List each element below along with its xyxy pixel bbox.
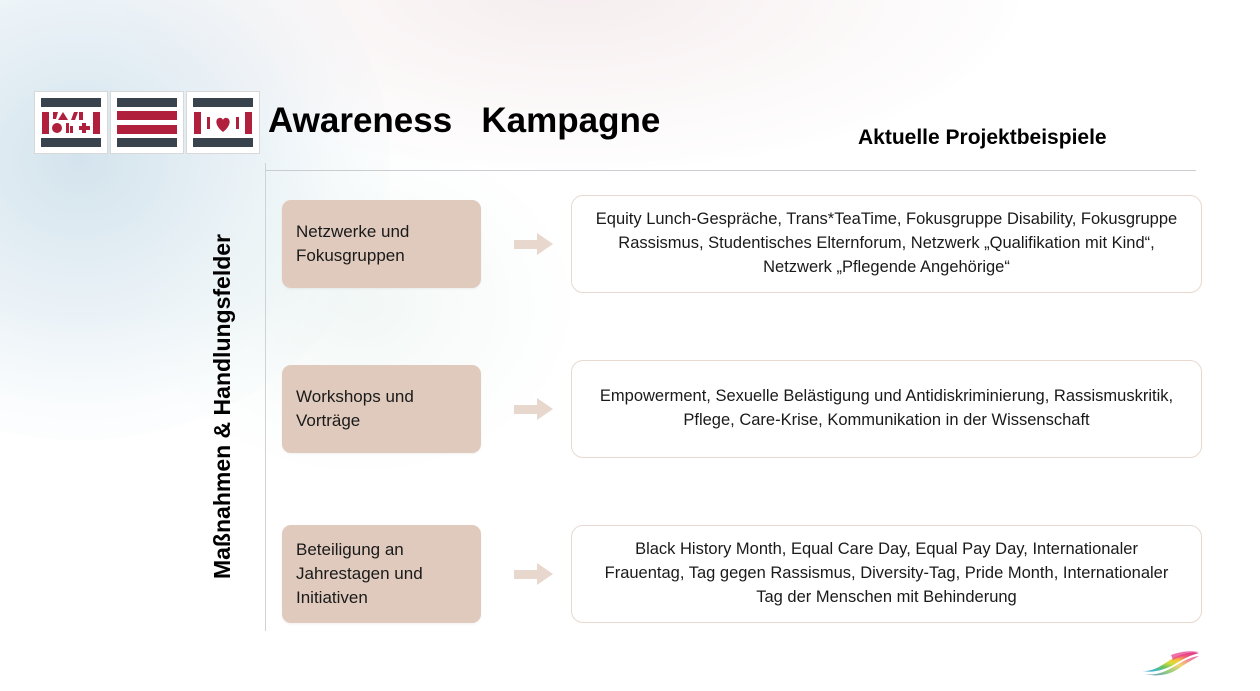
detail-box[interactable]: Black History Month, Equal Care Day, Equ… <box>571 525 1202 623</box>
column-header-projects: Aktuelle Projektbeispiele <box>858 126 1107 149</box>
content-row: Netzwerke und Fokusgruppen Equity Lunch-… <box>282 190 1202 298</box>
category-box[interactable]: Workshops und Vorträge <box>282 365 481 453</box>
detail-text: Equity Lunch-Gespräche, Trans*TeaTime, F… <box>595 210 1178 276</box>
detail-box[interactable]: Empowerment, Sexuelle Belästigung und An… <box>571 360 1202 458</box>
arrow-right-icon <box>481 562 571 585</box>
header-divider <box>266 170 1196 171</box>
logo-bar-red-2 <box>117 124 177 134</box>
content-row: Workshops und Vorträge Empowerment, Sexu… <box>282 355 1202 463</box>
logo-heart-group <box>193 107 253 138</box>
category-box[interactable]: Netzwerke und Fokusgruppen <box>282 200 481 288</box>
detail-text: Black History Month, Equal Care Day, Equ… <box>604 540 1169 606</box>
content-row: Beteiligung an Jahrestagen und Initiativ… <box>282 520 1202 628</box>
logo-bar-dark-top <box>117 98 177 107</box>
arrow-right-icon <box>481 232 571 255</box>
arrow-right-icon <box>481 397 571 420</box>
logo-symbols-icon <box>42 111 100 134</box>
axis-label-measures: Maßnahmen & Handlungsfelder <box>197 186 249 626</box>
organization-logo <box>34 91 260 154</box>
logo-bar-dark-bottom <box>193 138 253 147</box>
logo-bar-stack <box>117 107 177 138</box>
detail-box[interactable]: Equity Lunch-Gespräche, Trans*TeaTime, F… <box>571 195 1202 293</box>
logo-tile-heart <box>186 91 260 154</box>
page-title: Awareness Kampagne <box>268 101 661 140</box>
rainbow-brush-logo <box>1137 649 1205 679</box>
logo-bar-red-1 <box>117 111 177 121</box>
logo-tile-symbols <box>34 91 108 154</box>
logo-bar-dark-bottom <box>117 138 177 147</box>
category-label: Workshops und Vorträge <box>296 386 414 430</box>
detail-text: Empowerment, Sexuelle Belästigung und An… <box>599 387 1174 429</box>
vertical-divider <box>265 163 266 631</box>
logo-bar-dark-top <box>41 98 101 107</box>
logo-symbol-group <box>41 107 101 138</box>
rainbow-brush-icon <box>1139 651 1199 676</box>
logo-bar-dark-top <box>193 98 253 107</box>
axis-label-text: Maßnahmen & Handlungsfelder <box>209 233 236 579</box>
logo-heart-icon <box>194 111 252 134</box>
logo-bar-dark-bottom <box>41 138 101 147</box>
category-label: Beteiligung an Jahrestagen und Initiativ… <box>296 539 423 608</box>
category-label: Netzwerke und Fokusgruppen <box>296 221 410 265</box>
category-box[interactable]: Beteiligung an Jahrestagen und Initiativ… <box>282 525 481 623</box>
logo-tile-bars <box>110 91 184 154</box>
